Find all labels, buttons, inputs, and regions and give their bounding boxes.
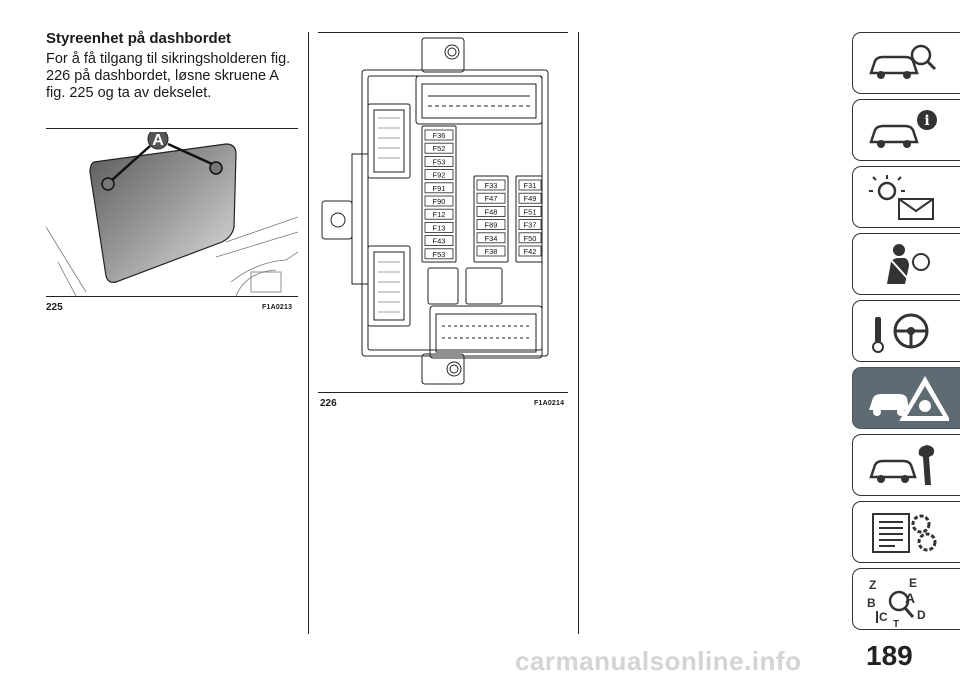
fuse-label: F89 [485, 221, 498, 230]
tab-car-info[interactable]: i [852, 99, 960, 161]
fuse-slot [518, 245, 542, 257]
svg-text:D: D [917, 608, 926, 622]
tab-emergency[interactable] [852, 367, 960, 429]
fuse-slot [518, 205, 542, 217]
fuse-label: F38 [485, 247, 498, 256]
figure-code: F1A0213 [262, 304, 293, 311]
svg-text:E: E [909, 576, 917, 590]
fuse-slot [476, 205, 506, 217]
tab-maintenance[interactable] [852, 434, 960, 496]
svg-text:C: C [879, 610, 888, 624]
fuse-label: F53 [433, 157, 446, 166]
figure-225-image: A [46, 132, 298, 296]
fuse-slot [518, 179, 542, 191]
fuse-slot [476, 179, 506, 191]
svg-text:Z: Z [869, 578, 876, 592]
fuse-label: F50 [524, 234, 537, 243]
fuse-slot [518, 192, 542, 204]
section-body: For å få tilgang til sikringsholderen fi… [46, 51, 291, 101]
fuse-label: F12 [433, 210, 446, 219]
tab-car-search[interactable] [852, 32, 960, 94]
fuse-label: F33 [485, 181, 498, 190]
figure-rule [46, 296, 298, 297]
seatbelt-airbag-icon [887, 244, 930, 284]
fuse-label: F53 [433, 250, 446, 259]
fuse-slot [424, 208, 454, 220]
figure-top-rule [318, 32, 568, 33]
fuse-slot [476, 192, 506, 204]
fuse-slot [424, 169, 454, 181]
tab-starting-driving[interactable] [852, 300, 960, 362]
figure-rule [46, 128, 298, 129]
car-info-icon: i [869, 110, 937, 148]
fuse-label: F52 [433, 144, 446, 153]
fuse-label: F42 [524, 247, 537, 256]
fuse-slot [518, 219, 542, 231]
fuse-label: F51 [524, 207, 537, 216]
fuse-label: F92 [433, 171, 446, 180]
column-divider [308, 32, 309, 634]
fuse-slot [424, 235, 454, 247]
figure-226-fusebox: F36F52F53F92F91F90F12F13F43F53F33F47F48F… [321, 37, 549, 385]
page-number: 189 [866, 640, 913, 671]
figure-code: F1A0214 [534, 400, 565, 407]
figure-number: 225 [46, 302, 63, 313]
tab-technical-data[interactable] [852, 501, 960, 563]
fuse-label: F31 [524, 181, 537, 190]
callout-a: A [152, 132, 164, 149]
figure-number: 226 [320, 398, 337, 409]
fuse-label: F34 [485, 234, 498, 243]
fuse-label: F37 [524, 221, 537, 230]
fuse-label: F43 [433, 237, 446, 246]
technical-data-icon [872, 513, 937, 553]
fuse-slot [424, 129, 454, 141]
figure-rule [318, 392, 568, 393]
tab-safety[interactable] [852, 233, 960, 295]
tab-warning-lights[interactable] [852, 166, 960, 228]
fuse-label: F48 [485, 207, 498, 216]
fuse-slot [424, 156, 454, 167]
section-heading: Styreenhet på dashbordet [46, 30, 232, 47]
fuse-label: F13 [433, 223, 446, 232]
watermark: carmanualsonline.info [515, 646, 802, 676]
fuse-label: F90 [433, 197, 446, 206]
fuse-slot [424, 142, 454, 154]
fuse-slot [424, 221, 454, 233]
car-search-icon [869, 44, 937, 79]
svg-text:B: B [867, 596, 876, 610]
starting-driving-icon [872, 313, 929, 353]
fuse-slot [476, 232, 506, 244]
fuse-slot [424, 195, 454, 207]
fuse-label: F91 [433, 184, 446, 193]
fuse-label: F36 [433, 131, 446, 140]
column-divider [578, 32, 579, 634]
tab-index[interactable]: Z E B A C D T [852, 568, 960, 630]
fuse-slot [476, 219, 506, 231]
warning-lights-icon [869, 175, 934, 220]
fuse-label: F49 [524, 194, 537, 203]
fuse-slot [424, 182, 454, 194]
svg-text:T: T [893, 619, 899, 627]
emergency-icon [869, 375, 949, 421]
fuse-slot [476, 245, 506, 257]
index-icon: Z E B A C D T [867, 576, 926, 627]
fuse-slot [518, 232, 542, 244]
svg-text:i: i [924, 113, 929, 129]
fuse-label: F47 [485, 194, 498, 203]
maintenance-icon [869, 445, 935, 485]
svg-text:A: A [905, 590, 915, 606]
fuse-slot [424, 248, 454, 260]
